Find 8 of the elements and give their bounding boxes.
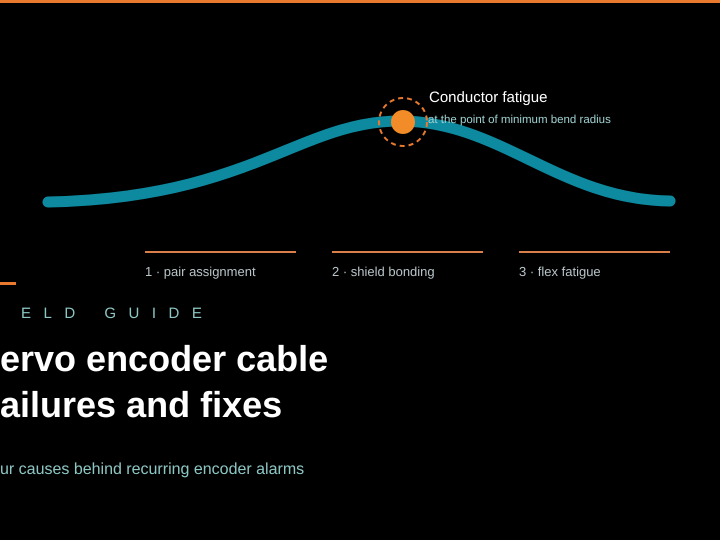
callout-title: Conductor fatigue [429,89,548,106]
title: ervo encoder cable ailures and fixes [0,337,330,427]
eyebrow-text: ELD GUIDE [21,305,214,322]
fatigue-point-marker [377,96,429,148]
subtitle: ur causes behind recurring encoder alarms [0,461,304,479]
step-label: 2 · shield bonding [332,264,435,279]
step-label: 1 · pair assignment [145,264,256,279]
step-label: 3 · flex fatigue [519,264,601,279]
